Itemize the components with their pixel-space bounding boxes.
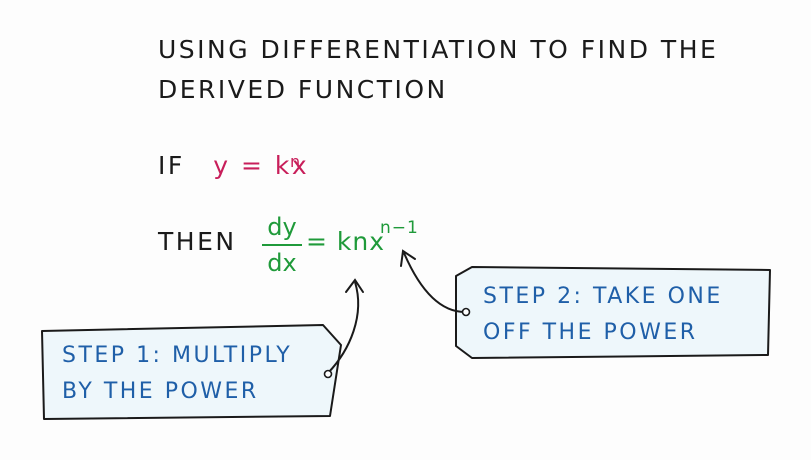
if-word: IF: [158, 151, 185, 180]
step2-arrowhead: [400, 249, 416, 267]
if-equation-lhs: y = kx: [213, 151, 310, 180]
step2-arrow: [403, 252, 466, 313]
if-statement: IF y = kx: [158, 146, 309, 186]
step1-text: STEP 1: MULTIPLY BY THE POWER: [62, 338, 292, 410]
step2-line-1: STEP 2: TAKE ONE: [483, 284, 723, 309]
derivative-exponent: n−1: [380, 218, 419, 238]
if-exponent: n: [290, 152, 302, 171]
then-word: THEN: [158, 227, 237, 256]
step1-arrow-dot: [323, 369, 333, 379]
heading-line-2: DERIVED FUNCTION: [158, 75, 448, 104]
step2-callout-box: [455, 266, 771, 359]
heading-line-1: USING DIFFERENTIATION TO FIND THE: [158, 35, 719, 64]
step2-arrow-dot: [461, 307, 471, 317]
heading: USING DIFFERENTIATION TO FIND THE DERIVE…: [158, 30, 718, 110]
step1-line-2: BY THE POWER: [62, 379, 259, 404]
step1-line-1: STEP 1: MULTIPLY: [62, 343, 293, 368]
step2-text: STEP 2: TAKE ONE OFF THE POWER: [483, 279, 723, 351]
step1-arrow: [327, 281, 360, 374]
step2-line-2: OFF THE POWER: [483, 320, 698, 345]
derivative-fraction: dy dx: [262, 212, 302, 278]
derivative-rhs: = knx: [306, 227, 386, 256]
fraction-numerator: dy: [267, 213, 297, 241]
step1-arrowhead: [345, 278, 364, 293]
fraction-bar: [262, 244, 302, 246]
fraction-denominator: dx: [267, 249, 297, 277]
if-equation: y = kx: [213, 151, 309, 180]
step1-callout-box: [41, 324, 342, 420]
